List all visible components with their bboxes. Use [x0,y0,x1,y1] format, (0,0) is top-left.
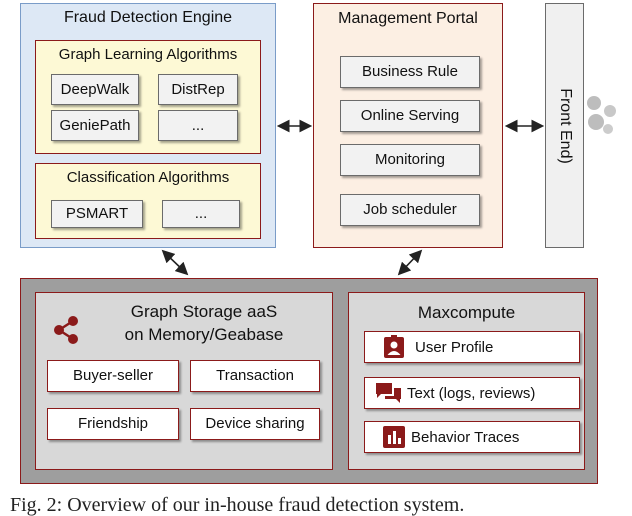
job-scheduler-box[interactable]: Job scheduler [340,194,480,226]
behavior-traces-label: Behavior Traces [411,429,520,446]
graph-storage-title-line2: on Memory/Geabase [124,325,284,345]
user-profile-icon [384,335,404,358]
figure-caption: Fig. 2: Overview of our in-house fraud d… [10,494,465,516]
geniepath-box[interactable]: GeniePath [51,110,139,141]
graph-learning-panel: Graph Learning Algorithms DeepWalk DistR… [35,40,261,154]
maxcompute-title: Maxcompute [417,303,516,323]
buyer-seller-box[interactable]: Buyer-seller [47,360,179,392]
business-rule-box[interactable]: Business Rule [340,56,480,88]
share-icon [54,316,78,344]
front-end-label-wrap: Front End) [546,6,584,246]
engine-storage-arrow [161,249,189,276]
device-sharing-box[interactable]: Device sharing [190,408,320,440]
behavior-traces-box[interactable]: Behavior Traces [364,421,580,453]
user-profile-label: User Profile [415,339,494,356]
user-profile-box[interactable]: User Profile [364,331,580,363]
more-classification-box[interactable]: ... [162,200,240,228]
transaction-box[interactable]: Transaction [190,360,320,392]
front-end-label: Front End) [557,88,575,164]
chat-icon [376,383,401,403]
text-logs-label: Text (logs, reviews) [407,385,536,402]
monitoring-box[interactable]: Monitoring [340,144,480,176]
graph-storage-panel: Graph Storage aaS on Memory/Geabase Buye… [35,292,333,470]
online-serving-box[interactable]: Online Serving [340,100,480,132]
data-layer-panel: Graph Storage aaS on Memory/Geabase Buye… [20,278,598,484]
bar-chart-icon [383,426,405,448]
friendship-box[interactable]: Friendship [47,408,179,440]
distrep-box[interactable]: DistRep [158,74,238,105]
more-graph-algorithms-box[interactable]: ... [158,110,238,141]
management-portal-panel: Management Portal Business Rule Online S… [313,3,503,248]
portal-storage-arrow [397,249,423,276]
fraud-detection-engine-title: Fraud Detection Engine [63,8,233,26]
classification-panel: Classification Algorithms PSMART ... [35,163,261,239]
psmart-box[interactable]: PSMART [51,200,143,228]
graph-learning-title: Graph Learning Algorithms [58,46,238,64]
graph-storage-title-line1: Graph Storage aaS [130,302,278,322]
fraud-detection-engine-panel: Fraud Detection Engine Graph Learning Al… [20,3,276,248]
maxcompute-panel: Maxcompute User Profile Text (logs, revi… [348,292,585,470]
text-logs-box[interactable]: Text (logs, reviews) [364,377,580,409]
deepwalk-box[interactable]: DeepWalk [51,74,139,105]
front-end-panel[interactable]: Front End) [545,3,584,248]
classification-title: Classification Algorithms [66,169,230,187]
management-portal-title: Management Portal [338,9,478,27]
